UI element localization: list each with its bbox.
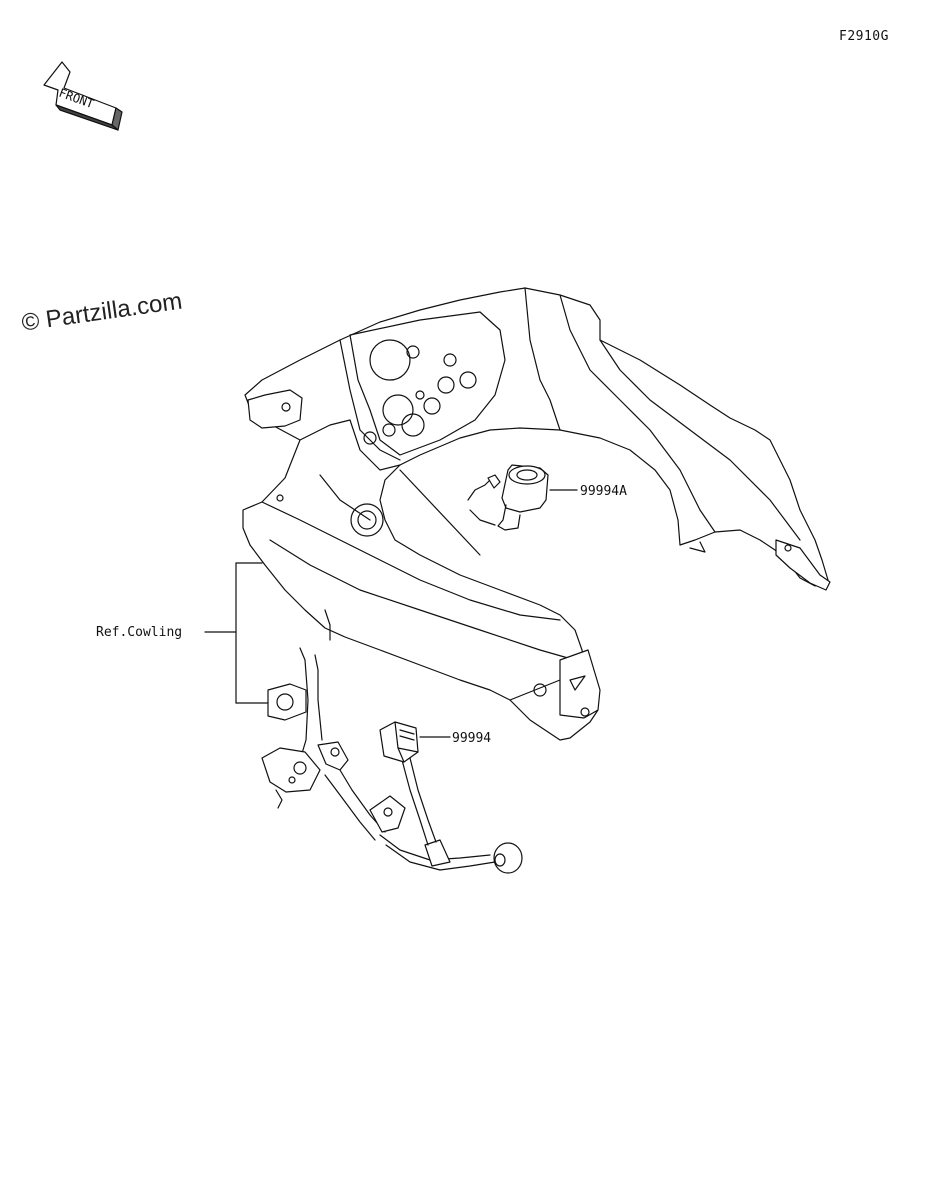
callout-accessory-socket: 99994A xyxy=(580,484,627,499)
accessory-socket xyxy=(467,464,549,531)
front-arrow-icon: FRONT xyxy=(43,61,123,131)
leader-lines xyxy=(204,469,578,738)
callout-connector: 99994 xyxy=(452,731,492,746)
connector-part xyxy=(379,721,419,763)
wiring-harness xyxy=(261,647,523,874)
inner-cowling xyxy=(242,287,831,741)
figure-code: F2910G xyxy=(839,29,889,44)
callout-ref-cowling: Ref.Cowling xyxy=(96,625,183,640)
